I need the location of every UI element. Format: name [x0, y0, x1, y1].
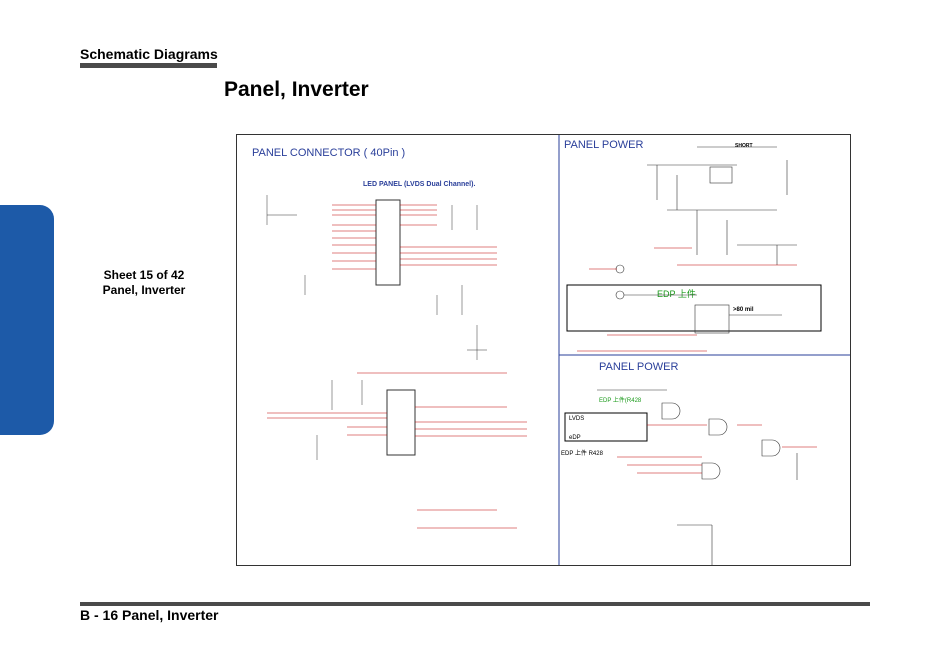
- edp-r428-label: EDP 上件(R428: [599, 396, 642, 404]
- edp-small-label: eDP: [569, 435, 581, 441]
- panel-connector-title: PANEL CONNECTOR ( 40Pin ): [252, 147, 405, 159]
- page-title: Panel, Inverter: [224, 78, 369, 101]
- sheet-name: Panel, Inverter: [102, 283, 186, 297]
- edp-box: [566, 284, 822, 332]
- lvds-edp-select-box: [564, 412, 648, 442]
- edp-r428-label-2: EDP 上件 R428: [561, 449, 604, 457]
- sheet-number: Sheet 15 of 42: [103, 268, 185, 282]
- panel-power-circuit: [647, 146, 797, 266]
- short-label: SHORT: [735, 143, 753, 149]
- edp-label: EDP 上件: [657, 288, 696, 299]
- edp-circuit: [577, 264, 782, 352]
- side-tab-label: B.Schematic Diagrams: [18, 443, 36, 607]
- panel-power-title: PANEL POWER: [564, 139, 644, 151]
- section-underline: [80, 63, 217, 68]
- lvds-label: LVDS: [569, 416, 584, 422]
- panel-power-title-2: PANEL POWER: [599, 361, 679, 373]
- sheet-info: Sheet 15 of 42 Panel, Inverter: [98, 268, 190, 298]
- section-label: Schematic Diagrams: [80, 46, 218, 62]
- lcd-connector-top: [266, 195, 497, 315]
- logic-gates: [597, 389, 817, 565]
- footer-label: B - 16 Panel, Inverter: [80, 607, 219, 623]
- lcd-connector-bottom: [267, 325, 527, 529]
- side-tab[interactable]: B.Schematic Diagrams: [0, 205, 54, 606]
- mil-label: >80 mil: [733, 307, 754, 313]
- led-panel-label: LED PANEL (LVDS Dual Channel).: [363, 181, 475, 188]
- footer-rule: [80, 602, 870, 606]
- schematic-frame: PANEL CONNECTOR ( 40Pin ) PANEL POWER PA…: [236, 134, 851, 566]
- schematic-drawing: PANEL CONNECTOR ( 40Pin ) PANEL POWER PA…: [252, 135, 850, 565]
